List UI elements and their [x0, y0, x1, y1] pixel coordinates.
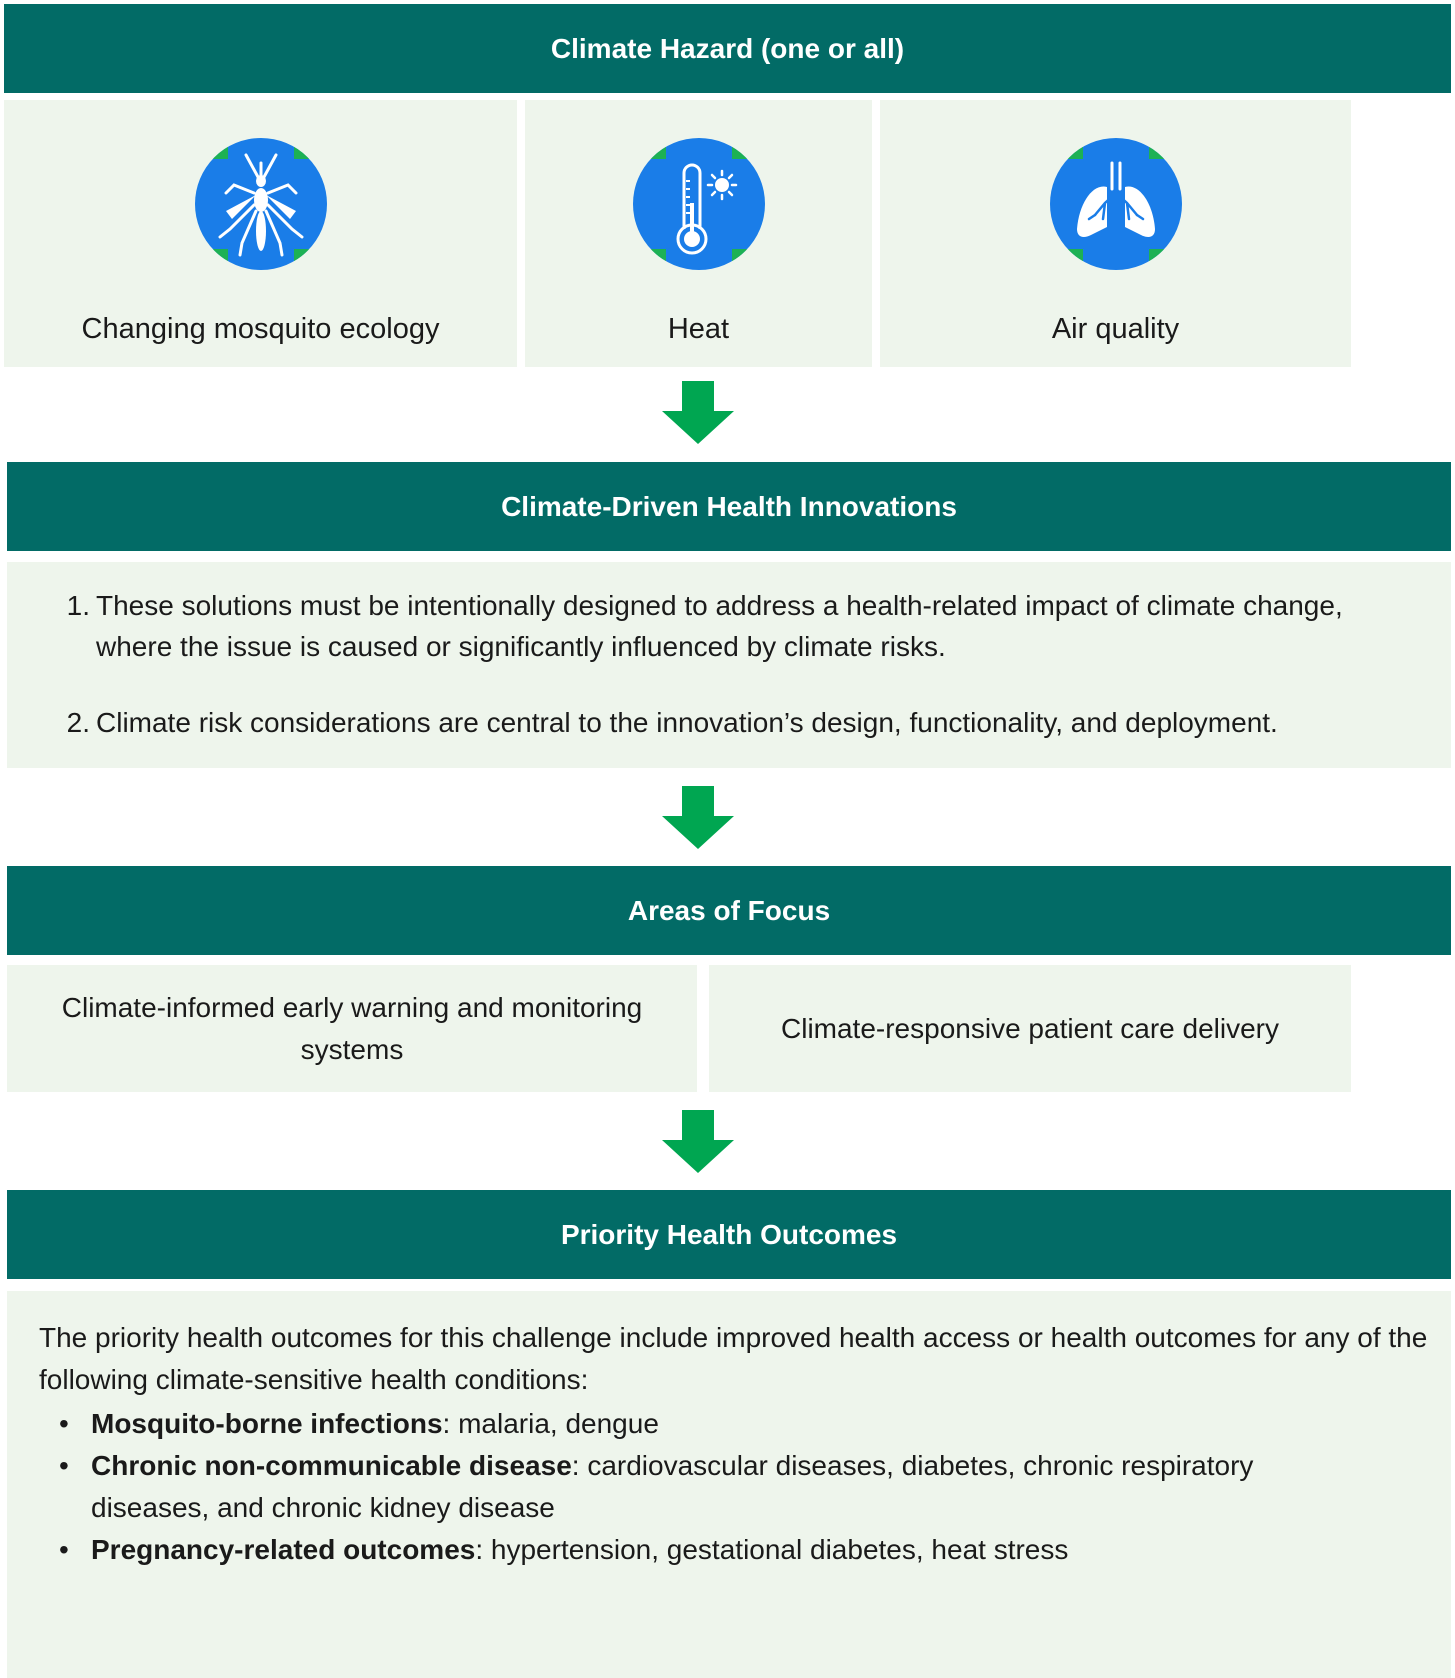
- outcomes-panel: The priority health outcomes for this ch…: [7, 1291, 1451, 1678]
- outcome-detail: : malaria, dengue: [442, 1408, 659, 1439]
- down-arrow-icon: [662, 381, 734, 444]
- focus-header: Areas of Focus: [7, 866, 1451, 955]
- lungs-icon: [1049, 138, 1182, 270]
- down-arrow-icon: [662, 1110, 734, 1173]
- down-arrow-icon: [662, 786, 734, 849]
- criteria-item: 2. Climate risk considerations are centr…: [57, 702, 1397, 743]
- thermometer-sun-icon: [632, 138, 765, 270]
- hazard-card-mosquito: Changing mosquito ecology: [4, 100, 517, 367]
- bullet-icon: •: [59, 1408, 69, 1439]
- hazard-header: Climate Hazard (one or all): [4, 4, 1451, 93]
- hazard-label-heat: Heat: [667, 313, 730, 345]
- focus-area-label: Climate-responsive patient care delivery: [781, 1012, 1279, 1044]
- hazard-title: Climate Hazard (one or all): [550, 32, 905, 64]
- hazard-card-heat: Heat: [525, 100, 872, 367]
- innovations-criteria: 1. These solutions must be intentionally…: [7, 562, 1451, 768]
- outcome-term: Pregnancy-related outcomes: [91, 1534, 476, 1565]
- outcomes-title: Priority Health Outcomes: [560, 1218, 898, 1250]
- outcome-term: Mosquito-borne infections: [91, 1408, 443, 1439]
- list-item: • Chronic non-communicable disease: cardi…: [59, 1445, 1359, 1529]
- criteria-text: Climate risk considerations are central …: [96, 707, 1278, 738]
- outcomes-header: Priority Health Outcomes: [7, 1190, 1451, 1279]
- mosquito-icon: [194, 138, 327, 270]
- outcome-detail: : hypertension, gestational diabetes, he…: [475, 1534, 1069, 1565]
- innovations-title: Climate-Driven Health Innovations: [501, 490, 957, 522]
- focus-area-label: Climate-informed early warning and monit…: [61, 991, 643, 1065]
- bullet-icon: •: [59, 1450, 69, 1481]
- hazard-card-air: Air quality: [880, 100, 1351, 367]
- hazard-label-mosquito: Changing mosquito ecology: [81, 313, 440, 345]
- list-item: • Pregnancy-related outcomes: hypertensio…: [59, 1529, 1359, 1571]
- criteria-number: 2.: [66, 707, 90, 738]
- criteria-item: 1. These solutions must be intentionally…: [57, 585, 1397, 667]
- innovations-header: Climate-Driven Health Innovations: [7, 462, 1451, 551]
- outcomes-list: • Mosquito-borne infections: malaria, den…: [59, 1403, 1359, 1571]
- focus-area-care: Climate-responsive patient care delivery: [709, 965, 1351, 1092]
- outcomes-intro: The priority health outcomes for this ch…: [39, 1322, 1428, 1395]
- outcome-term: Chronic non-communicable disease: [91, 1450, 572, 1481]
- focus-area-warning: Climate-informed early warning and monit…: [7, 965, 697, 1092]
- criteria-number: 1.: [66, 590, 90, 621]
- focus-title: Areas of Focus: [627, 894, 831, 926]
- outcome-detail: : cardiovascular diseases, diabetes, chr…: [91, 1450, 1254, 1523]
- bullet-icon: •: [59, 1534, 69, 1565]
- criteria-text: These solutions must be intentionally de…: [96, 590, 1343, 662]
- hazard-label-air: Air quality: [1051, 313, 1180, 345]
- list-item: • Mosquito-borne infections: malaria, den…: [59, 1403, 1359, 1445]
